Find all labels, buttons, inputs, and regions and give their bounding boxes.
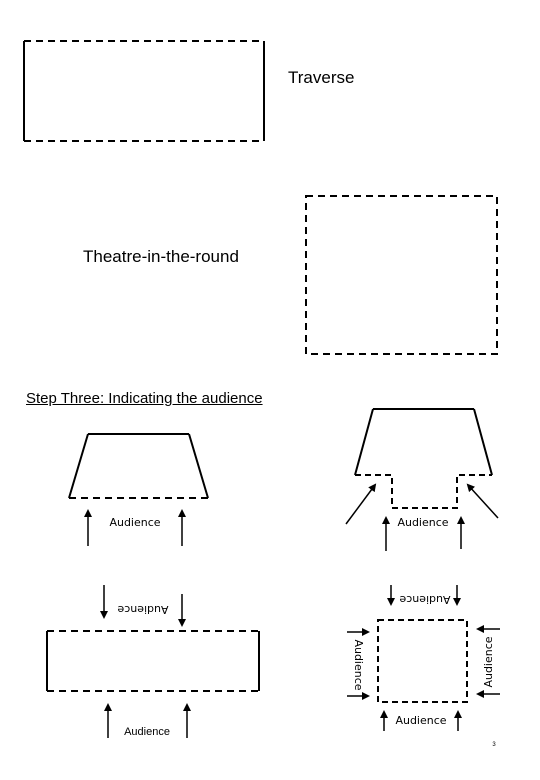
thrust-audience-diagram: Audience — [345, 408, 499, 551]
audience-label-flipped: Audience — [117, 603, 168, 616]
audience-label: Audience — [124, 726, 170, 738]
traverse-stage-diagram — [23, 40, 265, 142]
traverse-audience-diagram: Audience Audience — [46, 585, 260, 738]
audience-label-right: Audience — [482, 636, 495, 687]
audience-label-left: Audience — [352, 639, 365, 690]
proscenium-audience-diagram: Audience — [68, 433, 209, 546]
traverse-label: Traverse — [288, 68, 355, 87]
round-audience-diagram: Audience Audience Audience Audience — [347, 585, 500, 731]
audience-label: Audience — [397, 516, 448, 529]
audience-label: Audience — [109, 516, 160, 529]
step-three-heading: Step Three: Indicating the audience — [26, 390, 263, 407]
audience-arrow — [466, 483, 499, 519]
audience-label-bottom: Audience — [395, 714, 446, 727]
audience-arrow — [345, 483, 377, 525]
round-stage-diagram — [305, 195, 498, 355]
audience-label-top: Audience — [399, 593, 450, 606]
page-number: 3 — [492, 742, 496, 748]
theatre-in-the-round-label: Theatre-in-the-round — [83, 247, 239, 266]
